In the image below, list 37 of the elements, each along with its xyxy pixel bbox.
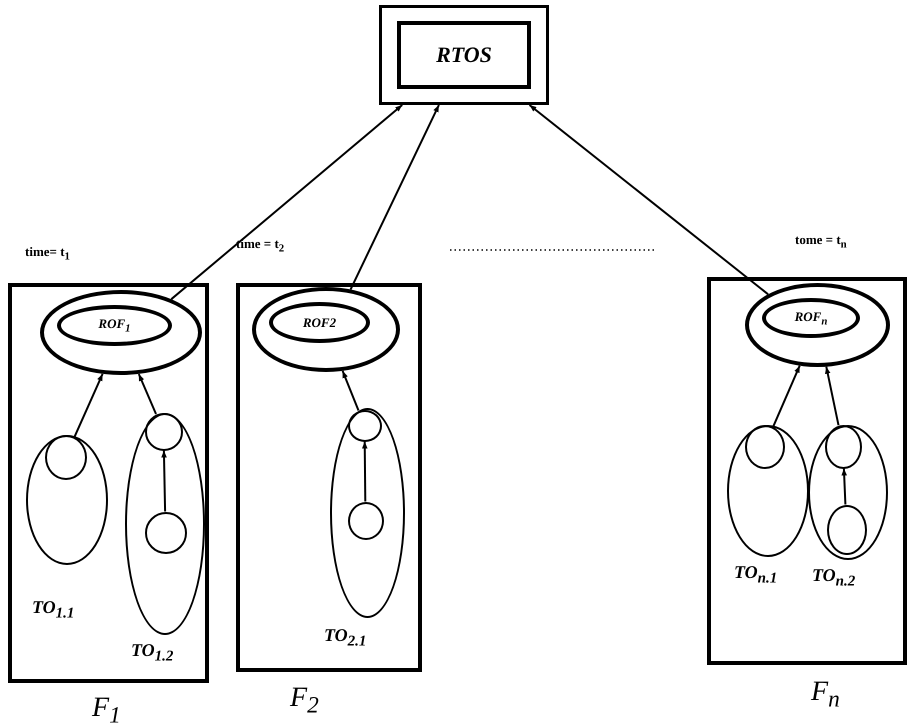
arrow [362,441,368,502]
arrow [350,104,440,290]
double-ellipse [745,283,890,367]
time-label: tome = t$_{n}$ [795,232,847,251]
arrow [772,365,801,428]
circle-node [144,412,182,450]
frame-label: F$_{2}$ [290,682,319,720]
double-ellipse [252,287,400,372]
node-label: TO$_{2.1}$ [324,625,366,651]
node-label: RTOS [436,42,492,68]
double-border-box [379,5,549,105]
node-label: ROF2 [302,314,336,330]
arrow [528,104,769,296]
double-ellipse [40,290,202,375]
node-label: TO$_{n.2}$ [812,565,856,591]
arrow [825,366,840,426]
arrow [74,374,104,438]
node-label: TO$_{n.1}$ [734,562,778,588]
frame-label: F$_{n}$ [811,676,840,714]
node-label: ROF$_{1}$ [98,316,131,335]
arrow [161,450,167,512]
arrow [841,468,847,505]
time-label: time= t$_{1}$ [25,244,70,263]
arrow [138,374,157,414]
circle-node [744,424,784,468]
node-label: ROF$_{n}$ [794,308,828,328]
circle-node [824,424,862,468]
circle-node [144,512,186,554]
circle-node [44,434,86,480]
arrow [170,104,403,300]
circle-node [348,502,384,540]
frame-label: F$_{1}$ [92,692,121,725]
node-label: TO$_{1.1}$ [32,597,74,623]
circle-node [348,410,382,442]
node-label: TO$_{1.2}$ [131,640,174,666]
arrow [342,370,360,411]
circle-node [826,504,866,554]
